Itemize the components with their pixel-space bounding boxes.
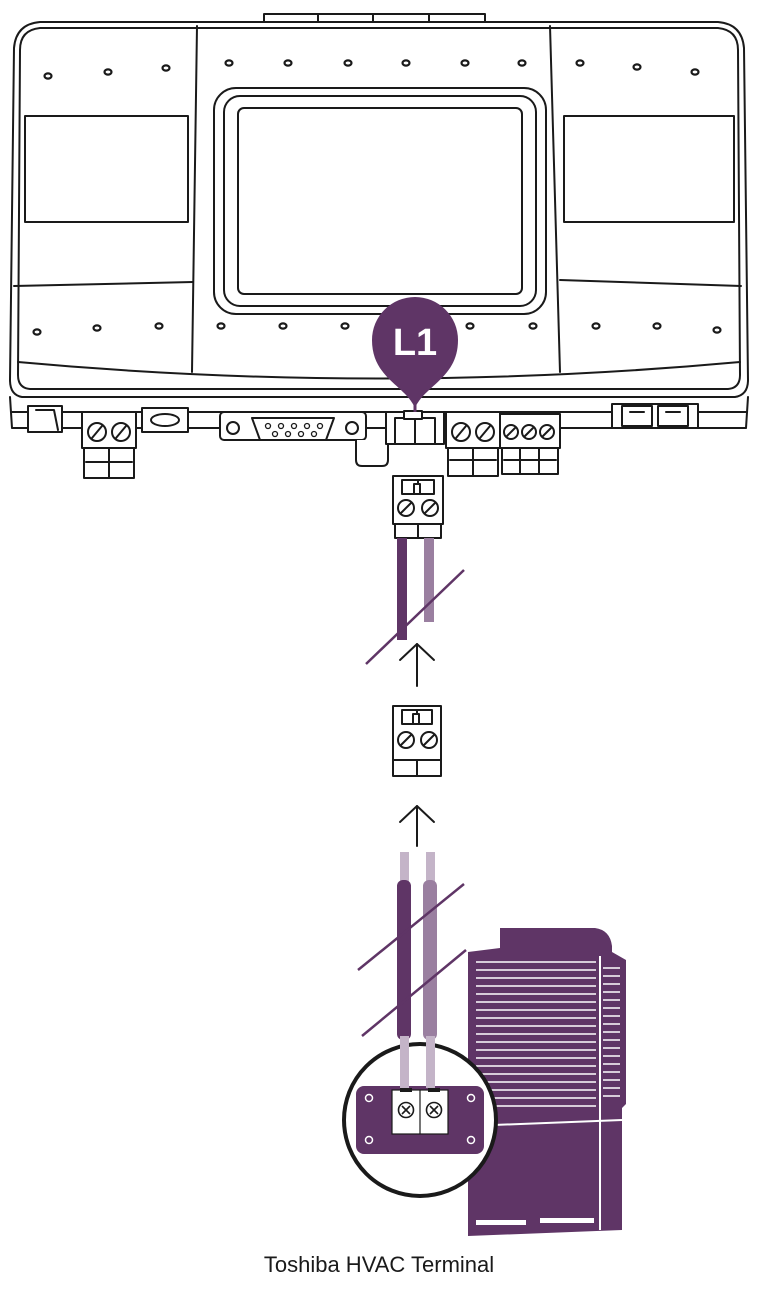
right-label-panel [563,115,735,223]
up-arrow-icon [399,805,435,847]
l1-badge: L1 [372,297,458,412]
serial-port [219,411,367,441]
unit-vents [476,961,620,1107]
terminal-block-right [445,411,501,477]
unit-caption: Toshiba HVAC Terminal [263,1252,495,1277]
terminal-zoom-callout [342,1042,498,1198]
ethernet-port [611,403,699,429]
hvac-indoor-unit [467,928,626,1236]
terminal-block-left [81,411,137,479]
loose-connector [392,705,442,777]
controller-device [9,13,749,479]
l1-badge-label: L1 [393,322,437,364]
l1-socket [385,410,445,445]
phillips-screw-icon [397,1101,415,1119]
phillips-screw-icon [425,1101,443,1119]
lower-wires [357,852,467,1088]
upper-wires [365,538,465,665]
plugged-connector [392,475,444,539]
top-tabs [263,13,486,23]
terminal-block-3pin [499,413,561,475]
up-arrow-icon [399,643,435,687]
left-label-panel [24,115,189,223]
bottom-ports [27,403,699,479]
mounting-holes [32,59,722,336]
display-screen [213,87,547,315]
